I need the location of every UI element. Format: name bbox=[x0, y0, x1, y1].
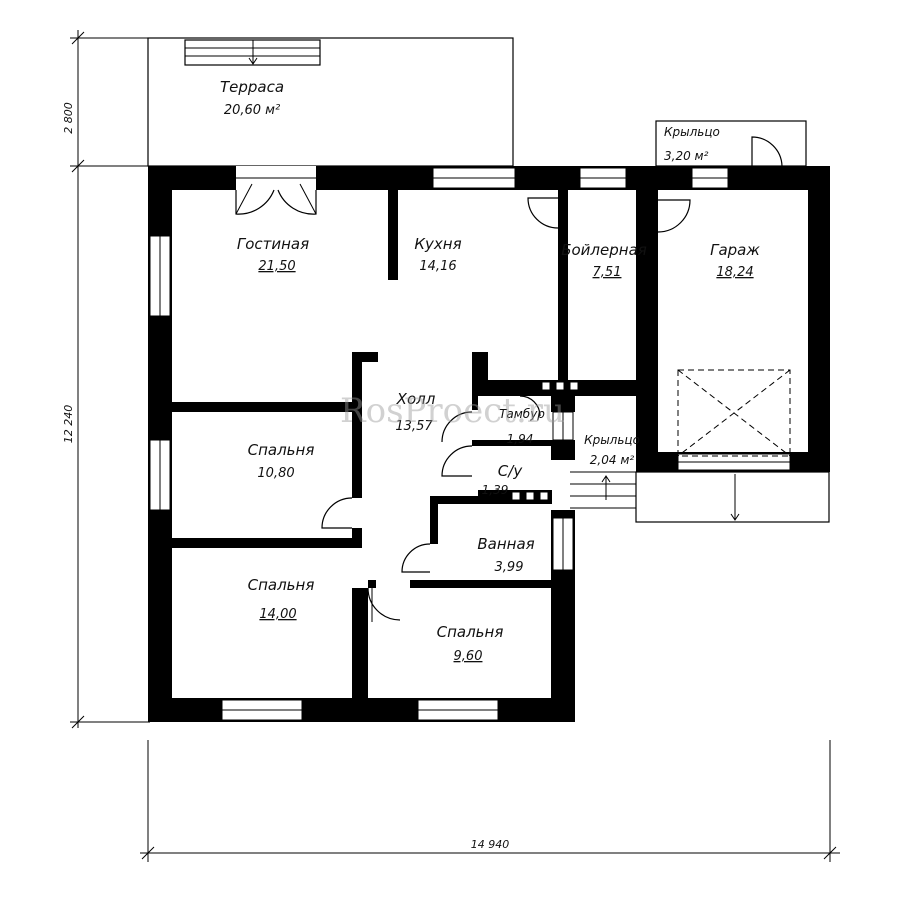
garage-name: Гараж bbox=[710, 241, 760, 259]
terrace-area: 20,60 м² bbox=[224, 103, 280, 118]
vestibule-name: Тамбур bbox=[499, 407, 545, 421]
terrace-outline bbox=[147, 37, 514, 167]
bedroom1-area: 10,80 bbox=[257, 466, 294, 481]
boiler-area: 7,51 bbox=[593, 265, 622, 280]
bedroom2-area: 14,00 bbox=[259, 607, 296, 622]
kitchen-area: 14,16 bbox=[419, 259, 456, 274]
dimension-house-width: 14 940 bbox=[471, 838, 510, 851]
boiler-name: Бойлерная bbox=[561, 241, 647, 259]
porch-top-name: Крыльцо bbox=[664, 125, 720, 139]
interior-doors bbox=[321, 197, 691, 622]
dimension-house-depth: 12 240 bbox=[62, 405, 75, 444]
hall-area: 13,57 bbox=[395, 419, 433, 434]
porch-mid-area: 2,04 м² bbox=[590, 453, 635, 467]
porch-top-area: 3,20 м² bbox=[664, 149, 709, 163]
watermark: RosProect.ru bbox=[340, 391, 565, 431]
hall-name: Холл bbox=[396, 390, 436, 408]
living-area: 21,50 bbox=[258, 259, 295, 274]
wc-area: 1,39 bbox=[482, 483, 509, 497]
garage-area: 18,24 bbox=[716, 265, 753, 280]
room-labels: Терраса 20,60 м² Крыльцо 3,20 м² Гостина… bbox=[220, 78, 760, 664]
terrace-door bbox=[235, 166, 317, 215]
kitchen-name: Кухня bbox=[414, 235, 461, 253]
wc-name: С/у bbox=[498, 462, 524, 480]
porch-mid-outline bbox=[570, 471, 830, 523]
windows bbox=[149, 167, 791, 721]
vent-blocks bbox=[511, 381, 579, 501]
terrace-name: Терраса bbox=[220, 78, 284, 96]
porch-mid-name: Крыльцо bbox=[584, 433, 640, 447]
bedroom3-area: 9,60 bbox=[454, 649, 483, 664]
interior-walls bbox=[172, 190, 568, 698]
bedroom3-name: Спальня bbox=[437, 623, 504, 641]
living-name: Гостиная bbox=[237, 235, 309, 253]
vestibule-area: 1,94 bbox=[507, 432, 534, 446]
bedroom2-name: Спальня bbox=[248, 576, 315, 594]
dimension-lines bbox=[70, 30, 840, 862]
bedroom1-name: Спальня bbox=[248, 441, 315, 459]
bathroom-area: 3,99 bbox=[495, 560, 524, 575]
bathroom-name: Ванная bbox=[477, 535, 534, 553]
garage-pit bbox=[677, 369, 791, 457]
dimension-terrace-depth: 2 800 bbox=[62, 102, 75, 134]
